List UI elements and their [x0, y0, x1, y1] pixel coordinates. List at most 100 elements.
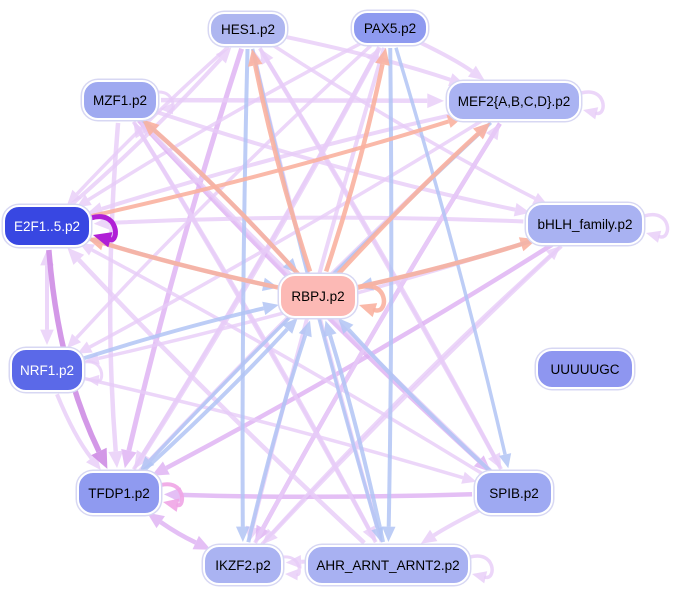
node-label-mef2: MEF2{A,B,C,D}.p2 — [457, 93, 571, 109]
edge-loop-bhlh — [642, 212, 670, 239]
node-mzf1[interactable]: MZF1.p2 — [82, 80, 158, 120]
edge-bhlh-e2f1 — [109, 215, 524, 225]
edge-loop-ahr — [468, 554, 494, 580]
node-label-hes1: HES1.p2 — [220, 21, 276, 37]
edge-rbpj-pax5-arrowhead — [375, 47, 390, 66]
edge-pax5-ahr-arrowhead — [381, 526, 396, 543]
edge-spib-e2f1 — [91, 248, 486, 477]
edge-ikzf2-mef2 — [253, 135, 494, 544]
edge-loop-ikzf2 — [281, 555, 301, 577]
edge-spib-e2f1-arrowhead — [79, 243, 95, 256]
edge-ikzf2-bhlh — [260, 254, 552, 546]
node-label-tfdp1: TFDP1.p2 — [88, 485, 150, 501]
edge-tfdp1-pax5 — [132, 59, 374, 471]
edge-ahr-e2f1-arrowhead — [67, 247, 85, 265]
edge-hes1-bhlh — [271, 43, 536, 200]
edge-ikzf2-mef2-arrowhead — [485, 123, 500, 141]
node-spib[interactable]: SPIB.p2 — [475, 471, 553, 515]
edge-loop-rbpj-arrowhead — [359, 303, 378, 318]
edge-ahr-rbpj-arrowhead — [323, 320, 337, 338]
node-uuuuugc[interactable]: UUUUUGC — [536, 349, 634, 389]
edge-e2f1-hes1-arrowhead — [215, 47, 232, 64]
edge-rbpj-mef2-arrowhead — [472, 122, 491, 140]
edge-spib-tfdp1-arrowhead — [163, 487, 181, 503]
edge-tfdp1-rbpj-arrowhead — [282, 317, 298, 334]
edge-mzf1-tfdp1 — [107, 122, 121, 452]
node-ikzf2[interactable]: IKZF2.p2 — [203, 545, 283, 585]
edge-ahr-rbpj — [328, 334, 386, 543]
edge-hes1-ikzf2-arrowhead — [235, 526, 250, 543]
edge-nrf1-e2f1-arrowhead — [40, 329, 54, 345]
edge-spib-tfdp1 — [180, 492, 473, 500]
node-nrf1[interactable]: NRF1.p2 — [10, 348, 84, 392]
edge-nrf1-tfdp1 — [55, 393, 93, 460]
edge-nrf1-rbpj-arrowhead — [262, 301, 279, 315]
edge-e2f1-mef2 — [89, 119, 450, 219]
edge-ikzf2-bhlh-arrowhead — [545, 246, 561, 261]
edge-pax5-spib — [394, 47, 507, 455]
edge-loop-bhlh-arrowhead — [646, 230, 662, 243]
edge-spib-rbpj — [346, 327, 493, 474]
edge-hes1-ikzf2 — [240, 48, 250, 527]
edge-spib-ahr — [432, 507, 483, 538]
edge-bhlh-tfdp1-arrowhead — [151, 461, 170, 476]
edge-spib-hes1-arrowhead — [259, 48, 274, 65]
edge-spib-rbpj-arrowhead — [338, 317, 354, 334]
node-label-bhlh: bHLH_family.p2 — [537, 216, 633, 232]
edge-ahr-mzf1-arrowhead — [133, 121, 148, 139]
node-hes1[interactable]: HES1.p2 — [209, 12, 287, 46]
node-label-mzf1: MZF1.p2 — [92, 92, 147, 108]
edge-rbpj-hes1-arrowhead — [248, 48, 263, 67]
edge-mzf1-tfdp1-arrowhead — [108, 450, 124, 469]
node-label-nrf1: NRF1.p2 — [19, 362, 75, 378]
node-tfdp1[interactable]: TFDP1.p2 — [77, 471, 161, 515]
edge-pax5-mef2 — [418, 40, 474, 73]
edge-rbpj-hes1 — [253, 64, 313, 273]
edge-tfdp1-ikzf2-arrowhead — [147, 512, 165, 529]
edge-pax5-mef2-arrowhead — [467, 65, 485, 81]
edge-pax5-e2f1-arrowhead — [76, 194, 92, 208]
edge-ahr-mzf1 — [139, 133, 378, 544]
node-bhlh[interactable]: bHLH_family.p2 — [526, 203, 644, 245]
edge-hes1-e2f1-arrowhead — [67, 189, 82, 205]
edge-ikzf2-rbpj — [246, 334, 308, 543]
edge-e2f1-tfdp1-arrowhead — [91, 447, 108, 469]
edge-tfdp1-rbpj — [141, 327, 289, 474]
edge-loop-rbpj — [354, 283, 387, 313]
node-label-e2f1: E2F1..5.p2 — [13, 218, 81, 234]
edge-rbpj-pax5 — [323, 63, 385, 273]
node-mef2[interactable]: MEF2{A,B,C,D}.p2 — [447, 81, 581, 121]
edge-rbpj-e2f1 — [102, 241, 279, 290]
edge-loop-mzf1-arrowhead — [160, 103, 173, 115]
node-rbpj[interactable]: RBPJ.p2 — [279, 274, 357, 318]
edge-hes1-tfdp1 — [126, 47, 244, 452]
edge-ikzf2-rbpj-arrowhead — [298, 320, 312, 338]
edge-loop-ahr-arrowhead — [472, 571, 488, 584]
edge-loop-tfdp1 — [159, 482, 185, 508]
node-label-spib: SPIB.p2 — [489, 485, 539, 501]
edge-spib-ahr-arrowhead — [420, 529, 438, 544]
node-ahr[interactable]: AHR_ARNT_ARNT2.p2 — [306, 545, 470, 585]
edge-spib-hes1 — [265, 60, 503, 471]
edge-loop-e2f1-arrowhead — [93, 232, 113, 248]
edge-tfdp1-ikzf2-arrowhead — [192, 535, 211, 550]
edge-pax5-ahr — [386, 47, 394, 527]
edge-hes1-tfdp1-arrowhead — [121, 448, 137, 469]
edge-loop-mzf1 — [156, 90, 175, 111]
edge-loop-mef2 — [579, 90, 605, 116]
edge-pax5-spib-arrowhead — [499, 453, 512, 469]
edge-mef2-e2f1-arrowhead — [87, 202, 104, 216]
edge-rbpj-mzf1-arrowhead — [141, 119, 160, 136]
edge-mef2-nrf1-arrowhead — [77, 341, 93, 354]
edge-loop-tfdp1-arrowhead — [163, 498, 180, 512]
node-pax5[interactable]: PAX5.p2 — [352, 11, 428, 45]
edge-tfdp1-ikzf2 — [159, 520, 197, 545]
edge-loop-e2f1 — [88, 214, 118, 243]
edge-hes1-ahr-arrowhead — [371, 526, 384, 543]
edge-loop-nrf1 — [82, 360, 104, 383]
edge-rbpj-mef2 — [336, 132, 480, 276]
edge-tfdp1-pax5-arrowhead — [366, 47, 380, 65]
node-e2f1[interactable]: E2F1..5.p2 — [3, 205, 91, 247]
edge-mzf1-bhlh — [154, 109, 516, 212]
edge-mzf1-mef2-arrowhead — [427, 93, 445, 109]
